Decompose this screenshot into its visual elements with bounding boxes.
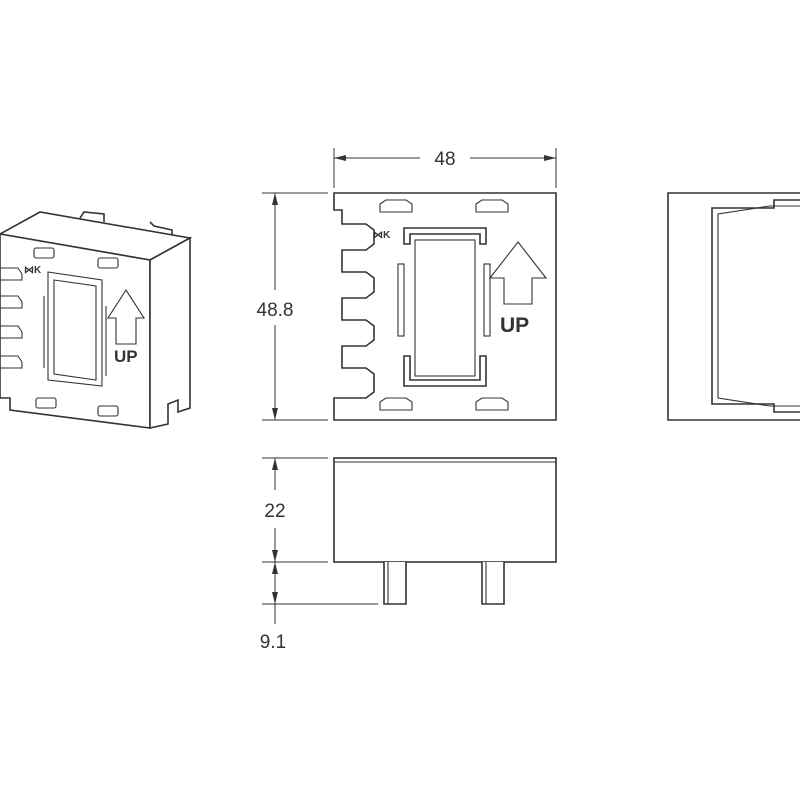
dimension-width: 48 xyxy=(333,148,557,188)
front-up-arrow-icon xyxy=(488,241,548,305)
front-view: ⋈K UP xyxy=(333,192,557,421)
iso-up-arrow-icon xyxy=(106,288,146,345)
iso-up-label: UP xyxy=(114,347,138,366)
dimension-body-height: 22 xyxy=(262,457,328,563)
dimension-height: 48.8 xyxy=(257,192,328,421)
dimension-pin-length: 9.1 xyxy=(260,562,378,653)
front-up-label: UP xyxy=(500,314,529,337)
iso-symbol-mark: ⋈K xyxy=(24,265,42,276)
isometric-view: ⋈K UP xyxy=(0,211,193,429)
dimension-height-label: 48.8 xyxy=(257,300,294,321)
dimension-body-height-label: 22 xyxy=(264,501,285,522)
elevation-view xyxy=(333,457,557,605)
side-view xyxy=(667,192,800,421)
dimension-pin-length-label: 9.1 xyxy=(260,632,286,653)
dimension-width-label: 48 xyxy=(434,149,455,170)
front-symbol-mark: ⋈K xyxy=(373,230,391,241)
